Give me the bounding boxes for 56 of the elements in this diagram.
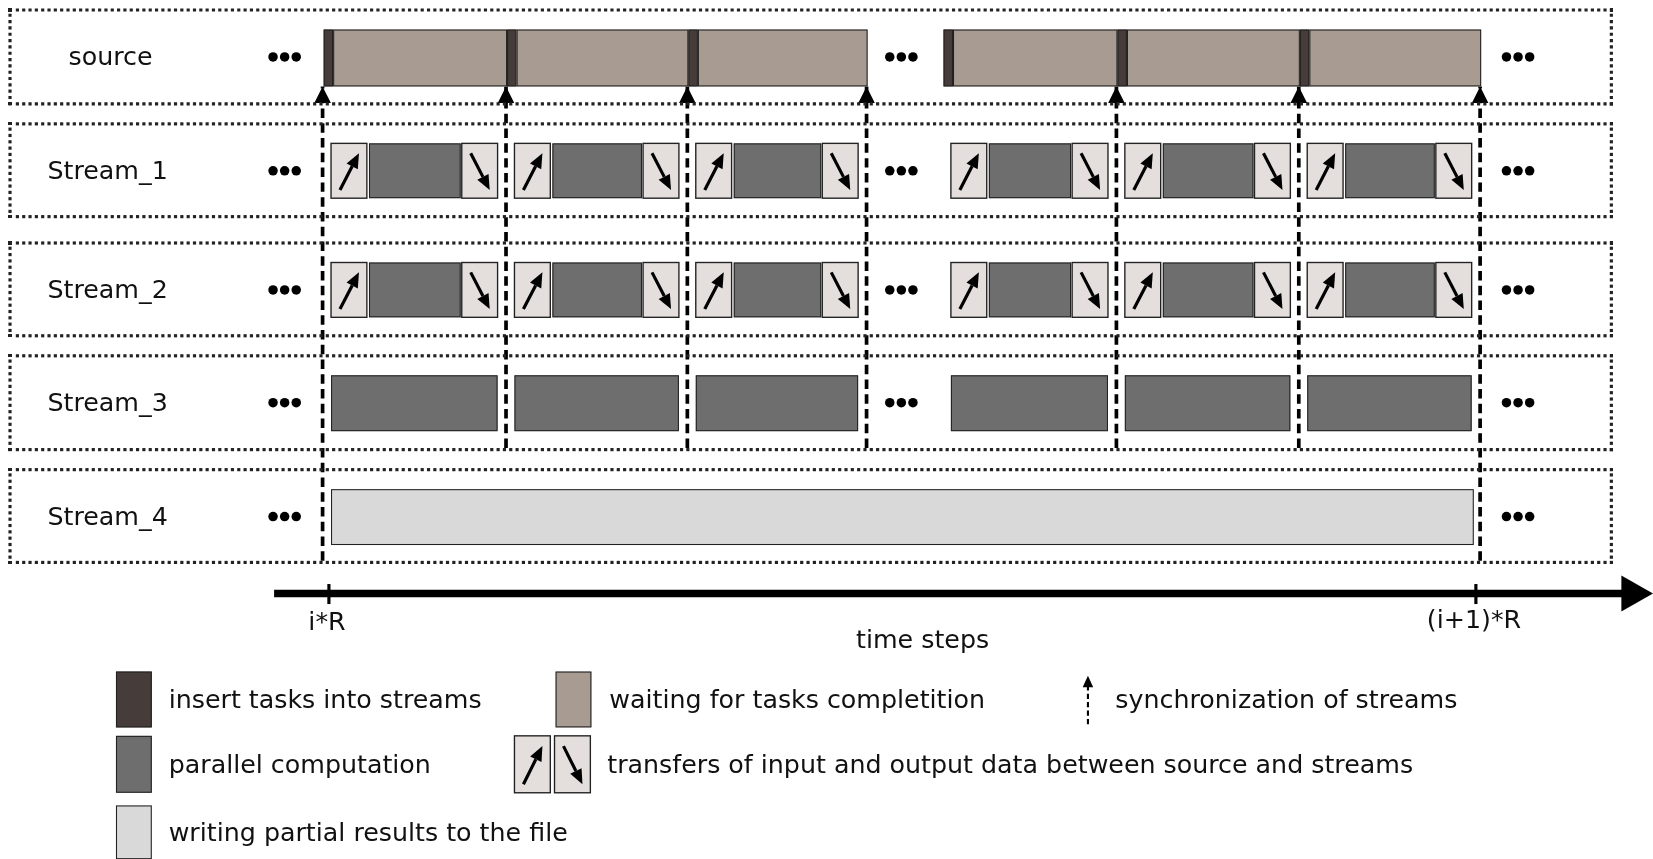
- computation-bar: [988, 143, 1072, 199]
- legend-label: waiting for tasks completition: [609, 684, 986, 715]
- waiting-bar: [953, 29, 1118, 87]
- legend-label: insert tasks into streams: [168, 684, 482, 715]
- row-label: source: [68, 42, 153, 72]
- insert-marker-bar: [688, 29, 698, 87]
- source-band: [8, 8, 1613, 106]
- computation-bar: [733, 262, 822, 318]
- row-label: Stream_1: [47, 155, 168, 185]
- computation-bar: [1124, 375, 1291, 432]
- computation-bar: [733, 143, 822, 199]
- stream-band: [8, 122, 1613, 219]
- legend-label: transfers of input and output data between source and streams: [607, 749, 1414, 780]
- legend-label: writing partial results to the file: [168, 817, 568, 848]
- tick-label: i*R: [308, 607, 346, 637]
- stream-band: [8, 241, 1613, 338]
- legend-label: parallel computation: [168, 749, 431, 780]
- row-label: Stream_4: [47, 501, 168, 531]
- computation-bar: [1162, 143, 1254, 199]
- stream-band: [8, 354, 1613, 452]
- computation-bar: [331, 375, 498, 432]
- insert-marker-bar: [1117, 29, 1127, 87]
- computation-bar: [368, 143, 461, 199]
- sync-arrow: [497, 86, 515, 449]
- computation-bar: [368, 262, 461, 318]
- legend-label: synchronization of streams: [1115, 684, 1458, 715]
- computation-bar: [552, 262, 642, 318]
- computation-bar: [1307, 375, 1472, 432]
- insert-marker-bar: [507, 29, 517, 87]
- insert-marker-bar: [1299, 29, 1310, 87]
- computation-bar: [1162, 262, 1254, 318]
- insert-marker-bar: [323, 29, 334, 87]
- sync-arrow: [858, 86, 875, 449]
- computation-bar: [988, 262, 1072, 318]
- sync-arrow: [314, 86, 331, 561]
- row-label: Stream_3: [47, 387, 168, 418]
- axis-title: time steps: [856, 625, 990, 655]
- computation-bar: [695, 375, 859, 432]
- waiting-bar: [697, 29, 868, 87]
- waiting-bar: [333, 29, 508, 87]
- computation-bar: [514, 375, 679, 432]
- computation-bar: [950, 375, 1108, 432]
- tick-label: (i+1)*R: [1426, 605, 1522, 635]
- waiting-bar: [1309, 29, 1482, 87]
- sync-arrow: [1107, 86, 1125, 449]
- sync-arrow: [1290, 86, 1308, 449]
- stream-band: [8, 468, 1613, 564]
- computation-bar: [552, 143, 642, 199]
- waiting-bar: [516, 29, 689, 87]
- sync-arrow: [678, 86, 696, 449]
- row-label: Stream_2: [47, 274, 168, 305]
- computation-bar: [1345, 262, 1435, 318]
- waiting-bar: [1126, 29, 1300, 87]
- writing-bar: [331, 489, 1474, 546]
- sync-arrow: [1471, 86, 1489, 561]
- computation-bar: [1345, 143, 1435, 199]
